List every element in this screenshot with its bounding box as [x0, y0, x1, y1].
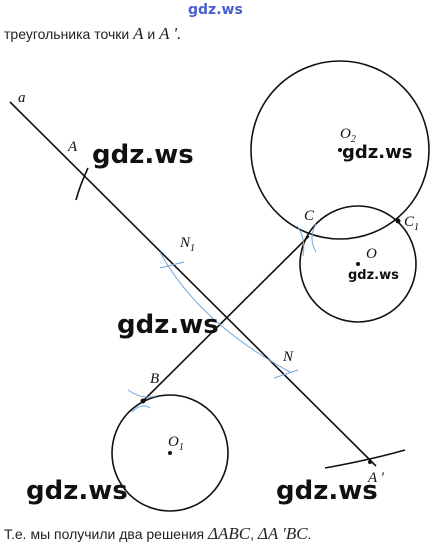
- line-a: [9, 101, 377, 467]
- label-o: O: [366, 246, 377, 262]
- point-c1: [395, 218, 401, 224]
- watermark-3: gdz.ws: [348, 268, 399, 283]
- footer-text: Т.е. мы получили два решения ΔABC, ΔA 'B…: [4, 524, 311, 544]
- mark-c-1: [296, 225, 305, 257]
- circle-o1: [111, 394, 229, 512]
- label-point-a: A: [67, 139, 78, 155]
- label-n1-sub: 1: [190, 243, 195, 254]
- label-c1-main: C: [404, 214, 415, 230]
- top-watermark: gdz.ws: [188, 2, 243, 18]
- label-c: C: [304, 208, 315, 224]
- label-c1-sub: 1: [414, 222, 419, 233]
- center-o: [356, 262, 360, 266]
- footer-text-start: Т.е. мы получили два решения: [4, 526, 205, 542]
- label-a-prime: A ': [367, 470, 385, 486]
- point-a-prime: [368, 460, 372, 464]
- label-o1-sub: 1: [179, 442, 184, 453]
- mark-n1: [159, 261, 185, 269]
- label-o2-main: O: [340, 126, 351, 142]
- center-o2: [338, 148, 342, 152]
- point-a-label: A: [133, 24, 144, 43]
- label-o1: O1: [168, 434, 184, 453]
- mark-b-2: [131, 405, 151, 413]
- circle-o: [299, 205, 417, 323]
- mark-b-1: [127, 389, 157, 398]
- label-a: a: [18, 90, 26, 106]
- triangle-a-prime-bc: ΔA 'BC: [257, 524, 308, 543]
- construction-arc: [159, 251, 291, 373]
- label-o1-main: O: [168, 434, 179, 450]
- watermark-6: gdz.ws: [276, 476, 378, 506]
- arc-at-a: [75, 167, 89, 201]
- footer-sep: ,: [250, 526, 254, 542]
- header-text-start: треугольника точки: [4, 26, 130, 42]
- conjunction: и: [147, 26, 156, 42]
- point-a-prime-label: A '.: [159, 24, 182, 43]
- label-o2-sub: 2: [351, 134, 356, 145]
- label-o2: O2: [340, 126, 356, 145]
- segment-bc: [142, 235, 310, 402]
- mark-c-2: [311, 223, 317, 253]
- watermark-4: gdz.ws: [117, 310, 219, 340]
- watermark-2: gdz.ws: [342, 142, 413, 163]
- triangle-abc: ΔABC: [208, 524, 251, 543]
- label-n1: N1: [179, 235, 195, 254]
- watermark-1: gdz.ws: [92, 140, 194, 170]
- point-b: [140, 398, 146, 404]
- header-text: треугольника точки A и A '.: [4, 24, 181, 44]
- label-c1: C1: [404, 214, 419, 233]
- center-o1: [168, 451, 172, 455]
- footer-end: .: [307, 526, 312, 542]
- label-n: N: [282, 349, 294, 365]
- watermark-5: gdz.ws: [26, 476, 128, 506]
- label-n1-main: N: [179, 235, 191, 251]
- mark-n: [273, 369, 299, 379]
- label-b: B: [150, 371, 159, 387]
- arc-at-a-prime: [324, 449, 406, 469]
- circle-o2: [250, 60, 430, 240]
